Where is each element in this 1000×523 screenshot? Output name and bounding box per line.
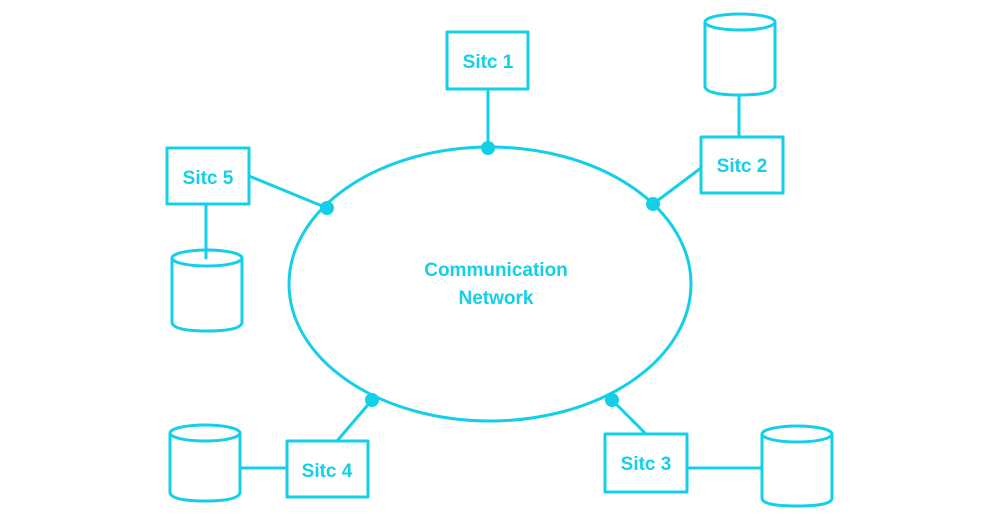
site-4-label: Sitc 4 xyxy=(302,461,353,482)
communication-network-ring xyxy=(287,145,693,423)
site-3-node: Sitc 3 xyxy=(603,393,834,508)
site-4-connector xyxy=(335,398,374,443)
site-2-junction xyxy=(646,197,660,211)
site-1-label: Sitc 1 xyxy=(463,52,514,73)
network-label-line-2: Network xyxy=(459,288,534,309)
site-1-box xyxy=(445,30,530,91)
site-3-label: Sitc 3 xyxy=(621,454,672,475)
network-label-line-1: Communication xyxy=(424,260,568,281)
site-5-database-icon xyxy=(170,248,244,333)
site-2-box xyxy=(699,135,785,195)
site-2-label: Sitc 2 xyxy=(717,156,768,177)
site-4-node: Sitc 4 xyxy=(168,393,379,503)
site-2-node: Sitc 2 xyxy=(646,12,785,211)
site-4-junction xyxy=(365,393,379,407)
site-3-box xyxy=(603,432,689,494)
site-4-database-icon xyxy=(168,423,242,503)
site-5-node: Sitc 5 xyxy=(165,146,334,333)
site-1-node: Sitc 1 xyxy=(445,30,530,155)
site-2-database-icon xyxy=(703,12,777,97)
site-5-junction xyxy=(320,201,334,215)
site-3-junction xyxy=(605,393,619,407)
site-5-connector xyxy=(247,174,329,210)
site-1-junction xyxy=(481,141,495,155)
site-3-connector xyxy=(610,398,648,436)
site-3-database-icon xyxy=(760,424,834,508)
site-5-box xyxy=(165,146,251,206)
site-2-connector xyxy=(651,166,703,206)
site-5-label: Sitc 5 xyxy=(183,168,234,189)
